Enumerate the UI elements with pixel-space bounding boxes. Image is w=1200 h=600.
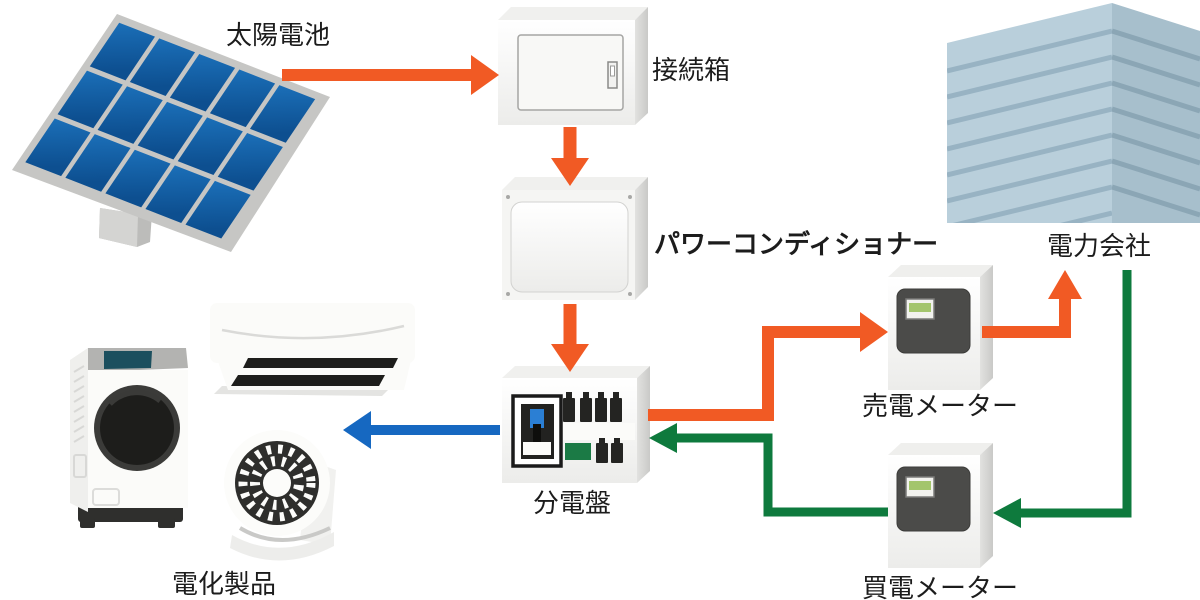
junction-box-icon <box>498 7 648 125</box>
arrow-solar-to-junction <box>282 55 499 95</box>
solar-panel-icon <box>12 14 330 252</box>
distribution-board-label: 分電盤 <box>533 488 612 518</box>
power-company-label: 電力会社 <box>1047 231 1152 261</box>
power-conditioner-icon <box>502 177 648 300</box>
power-conditioner-label: パワーコンディショナー <box>654 229 939 259</box>
washing-machine-icon <box>70 348 188 528</box>
branch-breakers-top <box>563 392 622 422</box>
flow-arrows <box>282 55 1132 528</box>
sell-meter-label: 売電メーター <box>862 391 1019 421</box>
arrow-board-to-appliances <box>343 411 500 449</box>
junction-box-label: 接続箱 <box>652 55 731 85</box>
buy-meter-icon <box>887 442 994 569</box>
solar-panel-label: 太陽電池 <box>226 20 331 50</box>
main-breaker <box>511 394 563 468</box>
air-conditioner-icon <box>210 303 415 396</box>
arrow-buy-meter-to-board <box>649 423 888 517</box>
arrow-company-to-buy-meter <box>993 270 1132 528</box>
distribution-board-icon <box>502 366 650 483</box>
sell-meter-icon <box>887 264 994 391</box>
arrow-board-to-sell-meter <box>648 312 888 421</box>
arrow-junction-to-conditioner <box>551 127 589 186</box>
circulator-fan-icon <box>224 430 336 561</box>
branch-breakers-bottom <box>596 438 623 463</box>
appliances-label: 電化製品 <box>172 569 277 599</box>
arrow-conditioner-to-board <box>551 304 589 372</box>
buy-meter-label: 買電メーター <box>862 573 1019 600</box>
arrow-sell-meter-to-company <box>982 270 1082 338</box>
office-building-icon <box>947 3 1200 223</box>
